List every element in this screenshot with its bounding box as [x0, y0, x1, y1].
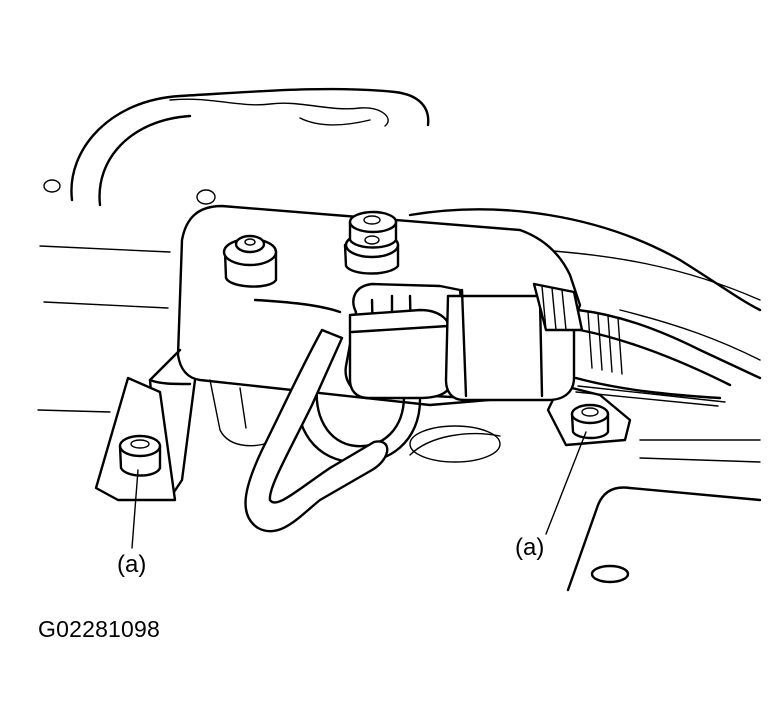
figure-code: G02281098: [38, 616, 161, 642]
background-engine-outline: [38, 89, 760, 590]
stacked-nut-bolt: [345, 212, 398, 274]
callout-label-a-left: (a): [117, 551, 147, 578]
callout-leader-lines: [132, 432, 586, 548]
bolt-a-right: [572, 405, 608, 438]
wire-loop: [246, 330, 388, 531]
wiring-connector: [346, 284, 582, 400]
callout-label-a-right: (a): [515, 534, 545, 561]
bolt-a-left: [120, 436, 160, 476]
bracket-bolt: [224, 236, 276, 287]
wire-harness: [576, 310, 760, 406]
